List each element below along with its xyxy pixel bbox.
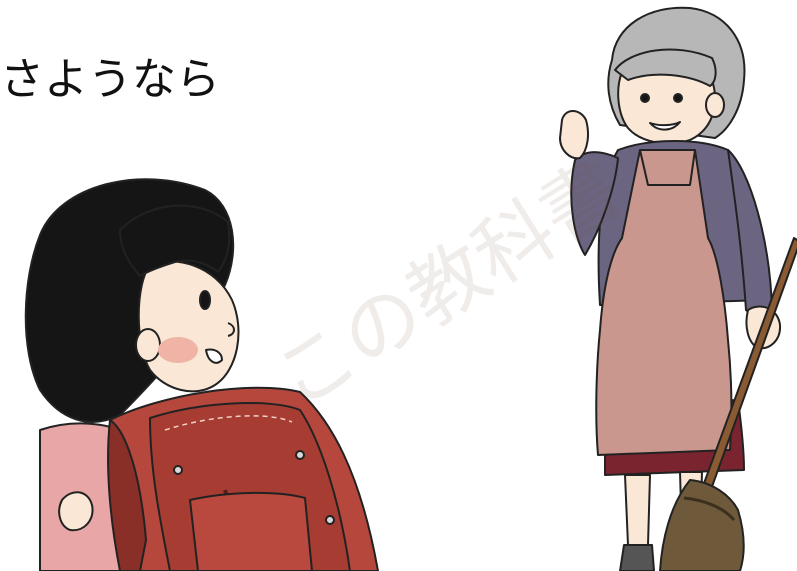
grandma-bangs [614,48,717,87]
child-cheek [158,337,198,363]
grandma-shoe [619,544,655,571]
randoseru-rivet-2 [295,450,305,460]
grandma-leg-left [624,474,651,546]
grandmother-figure [559,6,782,571]
randoseru-side [107,419,147,571]
grandma-apron [595,149,733,456]
grandma-apron-neck [639,149,696,186]
randoseru-stitch [164,415,293,431]
child-nose [227,322,235,337]
broom-head [659,479,745,571]
randoseru-rivet-1 [173,465,183,475]
child-bangs [119,204,231,277]
child-mouth [205,348,223,364]
randoseru-backpack [107,386,379,571]
grandma-smile [649,121,681,131]
child-ear [135,328,161,362]
grandma-eye-left [640,93,650,103]
grandma-ear [705,92,725,118]
child-hand [58,491,94,532]
greeting-text: さようなら [0,54,220,105]
grandma-eye-right [673,93,683,103]
grandma-waving-arm [570,151,619,256]
grandma-waving-hand [559,110,589,160]
child-eye [199,290,211,310]
randoseru-pocket [189,491,313,571]
broom-band [683,496,736,522]
randoseru-rivet-3 [325,515,335,525]
schoolchild-figure [24,178,379,571]
broom [659,237,797,571]
